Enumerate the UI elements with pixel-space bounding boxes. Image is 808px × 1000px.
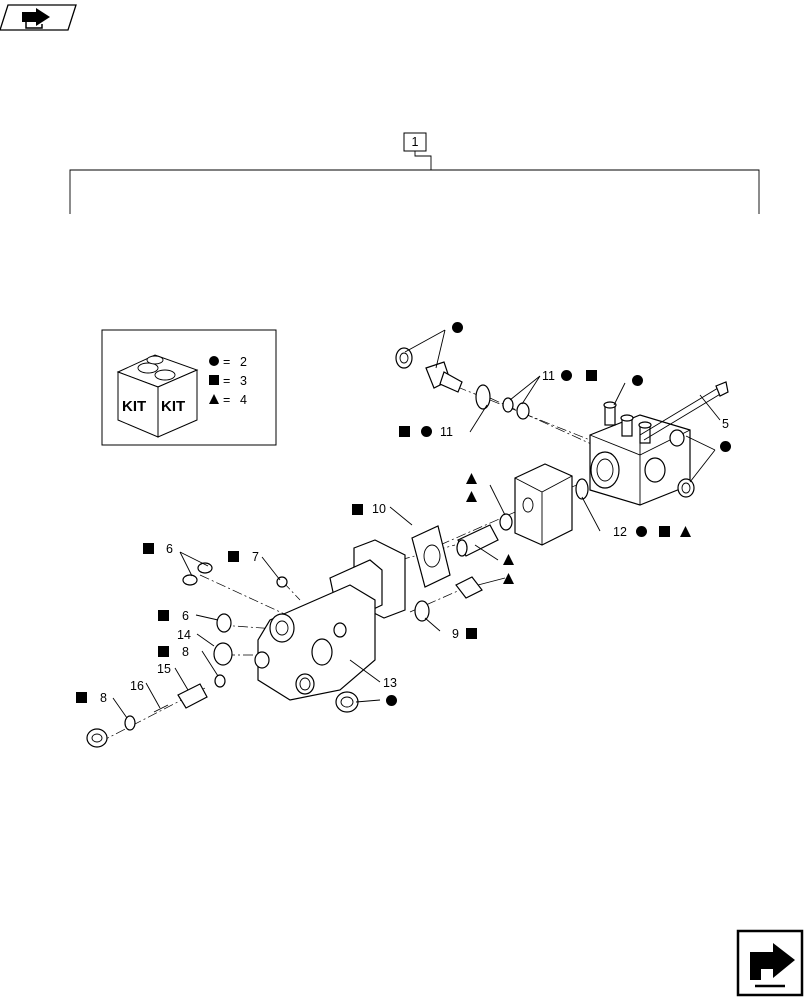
kit-label-right: KIT: [161, 398, 185, 415]
leader-lines: [112, 329, 721, 719]
callout-14: 14: [177, 628, 191, 642]
square-symbol-icon: [209, 375, 219, 385]
callout-6-top: 6: [166, 542, 173, 556]
callout-12: 12: [613, 525, 627, 539]
next-arrow-icon[interactable]: [736, 929, 804, 997]
callout-13: 13: [383, 676, 397, 690]
callout-10: 10: [372, 502, 386, 516]
upper-valve-block: [589, 381, 729, 506]
kit-label-left: KIT: [122, 398, 146, 415]
callout-9: 9: [452, 627, 459, 641]
middle-spacer-block: [414, 463, 589, 622]
kit-bracket: 1: [69, 132, 760, 214]
svg-text:=: =: [223, 355, 230, 369]
callout-8-bottom: 8: [100, 691, 107, 705]
legend-square-value: 3: [240, 374, 247, 388]
main-valve-body: [254, 539, 406, 701]
callout-7: 7: [252, 550, 259, 564]
svg-text:=: =: [223, 374, 230, 388]
callout-11-top: 11: [542, 369, 555, 383]
callout-11-left: 11: [440, 425, 453, 439]
callout-5: 5: [722, 417, 729, 431]
callout-8-mid: 8: [182, 645, 189, 659]
legend-circle-value: 2: [240, 355, 247, 369]
small-parts-left: [86, 562, 359, 748]
legend-triangle-value: 4: [240, 393, 247, 407]
callout-15: 15: [157, 662, 171, 676]
kit-box-icon: KIT KIT: [116, 354, 199, 438]
kit-number: 1: [412, 135, 419, 149]
svg-text:=: =: [223, 393, 230, 407]
callout-6-mid: 6: [182, 609, 189, 623]
back-arrow-icon[interactable]: [0, 4, 77, 31]
circle-symbol-icon: [209, 356, 219, 366]
upper-fitting: [395, 347, 530, 420]
kit-legend: KIT KIT = 2 = 3 = 4: [101, 329, 277, 446]
gasket: [411, 525, 451, 588]
callout-16: 16: [130, 679, 144, 693]
callout-numbers: 11 11 5 12 10 6 7 6 14 8 15 16 8 9 13: [100, 369, 729, 705]
